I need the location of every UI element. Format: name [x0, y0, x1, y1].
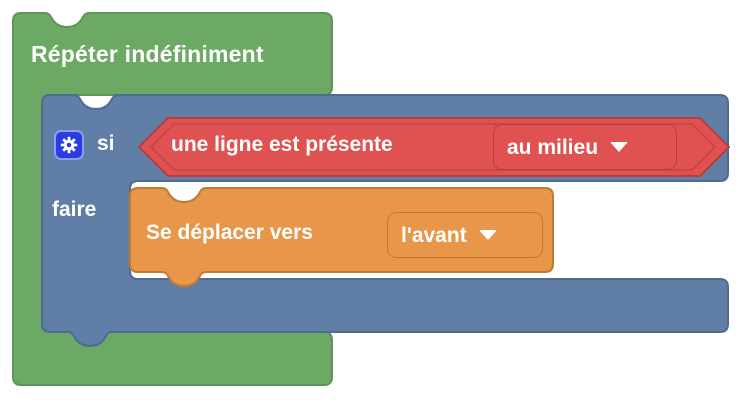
position-dropdown[interactable]: au milieu [493, 124, 677, 170]
do-label: faire [52, 198, 97, 221]
if-label: si [97, 132, 115, 155]
condition-block-inner-bevel [150, 123, 716, 171]
position-dropdown-value: au milieu [507, 135, 599, 159]
condition-label: une ligne est présente [171, 133, 393, 156]
gear-icon[interactable] [54, 130, 84, 160]
direction-dropdown[interactable]: l'avant [387, 212, 543, 258]
chevron-down-icon [610, 142, 629, 152]
direction-dropdown-value: l'avant [401, 223, 467, 247]
repeat-forever-label: Répéter indéfiniment [31, 41, 264, 67]
move-label: Se déplacer vers [146, 221, 313, 244]
chevron-down-icon [478, 230, 497, 240]
